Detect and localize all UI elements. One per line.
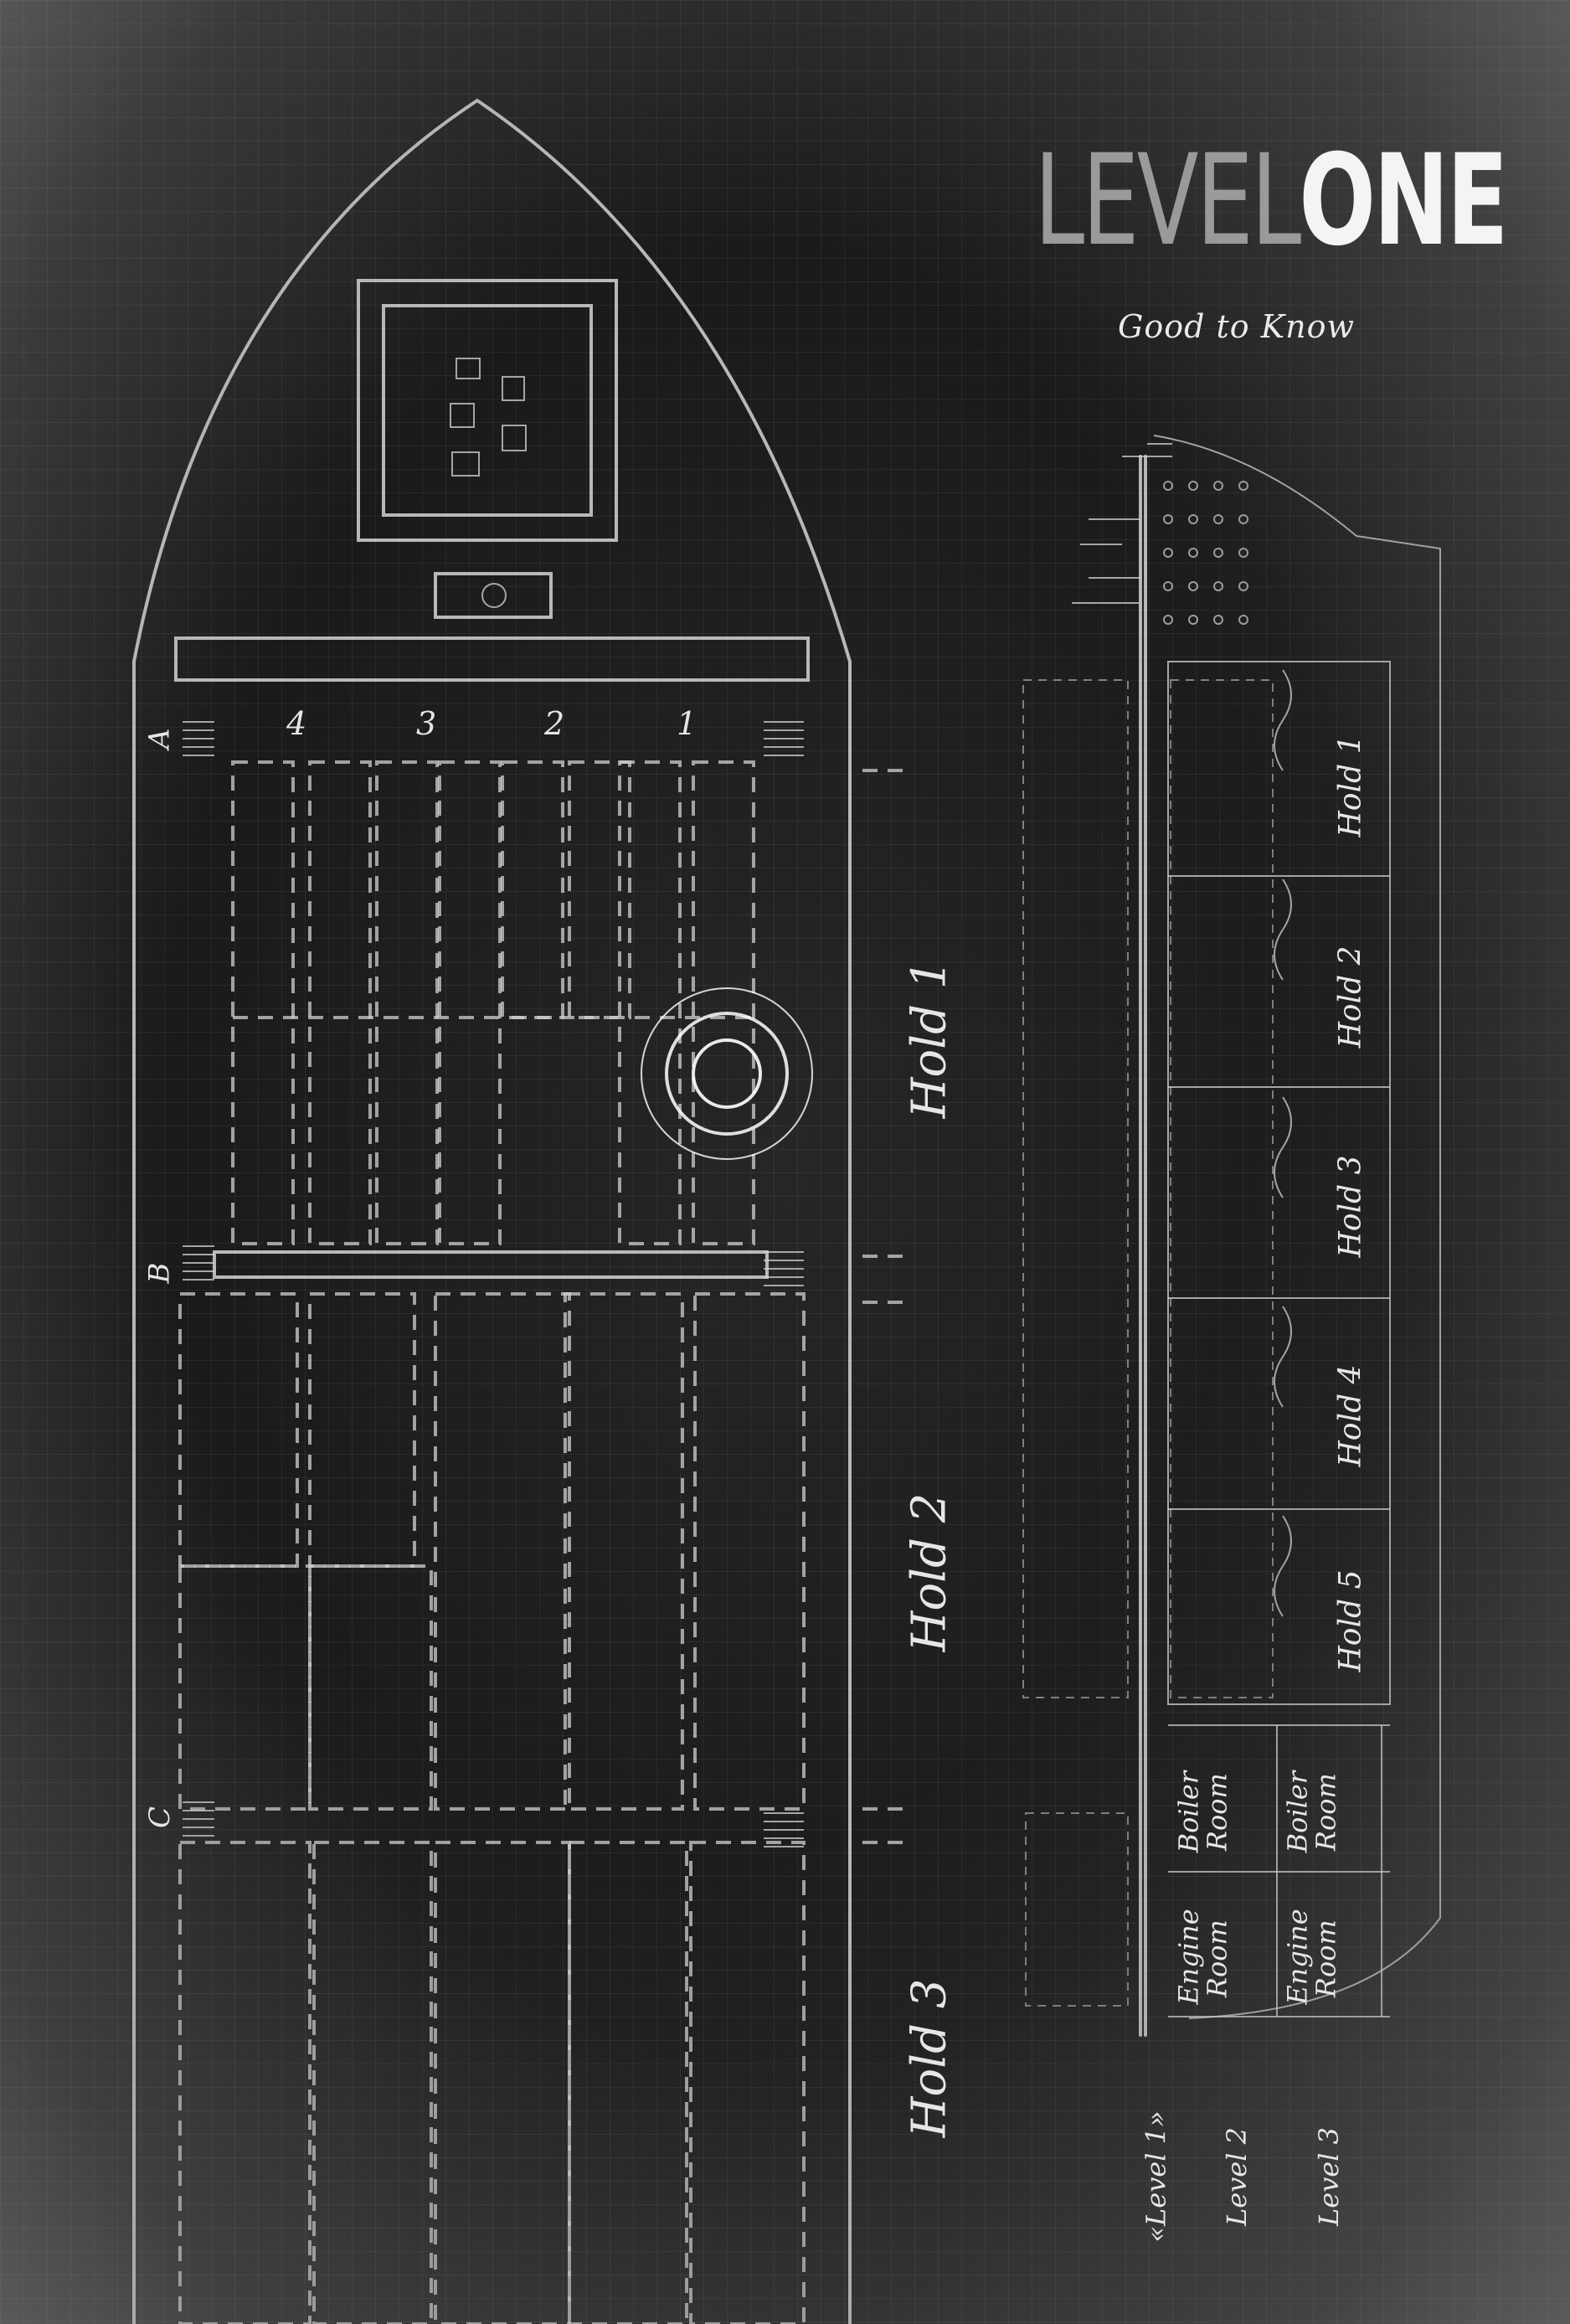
title-level: LEVEL	[1034, 128, 1301, 274]
bay-label-a: A	[142, 728, 177, 750]
crate	[502, 425, 527, 451]
column-number-3: 3	[416, 705, 437, 742]
section-hold-5: Hold 5	[1333, 1569, 1368, 1672]
engine-room-1: Engine Room	[1172, 1909, 1233, 2005]
level-3-label: Level 3	[1312, 2127, 1345, 2226]
crate	[450, 403, 475, 428]
section-hold-1: Hold 1	[1333, 734, 1368, 837]
engine-room-2: Engine Room	[1281, 1909, 1341, 2005]
hatch-outer	[357, 279, 618, 542]
hull-outline	[132, 98, 852, 2324]
page-subtitle: Good to Know	[1118, 308, 1356, 345]
section-hold-3: Hold 3	[1333, 1155, 1368, 1258]
page-title: LEVELONE	[1034, 138, 1509, 264]
plan-hold-3: Hold 3	[902, 1978, 957, 2138]
plan-hold-1: Hold 1	[902, 959, 957, 1119]
target-rings-icon	[641, 987, 813, 1160]
winch-drum	[481, 583, 507, 608]
plan-hold-2: Hold 2	[902, 1492, 957, 1652]
section-hold-2: Hold 2	[1333, 946, 1368, 1049]
column-number-4: 4	[286, 705, 307, 742]
cargo-bays-upper	[231, 760, 755, 1245]
stairs	[183, 721, 804, 1847]
bay-label-b: B	[142, 1262, 177, 1284]
winch-box	[434, 572, 553, 619]
boiler-room-2: Boiler Room	[1281, 1770, 1341, 1853]
column-number-2: 2	[544, 705, 565, 742]
cargo-bays-lower	[178, 1292, 806, 2324]
title-one: ONE	[1299, 128, 1508, 274]
crossbeam	[213, 1250, 769, 1279]
section-hold-4: Hold 4	[1333, 1364, 1368, 1467]
hatch-inner	[382, 304, 593, 517]
deck-beam	[174, 636, 810, 682]
boiler-room-1: Boiler Room	[1172, 1770, 1233, 1853]
section-view	[1022, 435, 1441, 2037]
column-number-1: 1	[677, 705, 697, 742]
crate	[451, 451, 480, 477]
portholes	[1163, 481, 1248, 625]
bay-label-c: C	[143, 1806, 178, 1829]
level-2-label: Level 2	[1220, 2127, 1253, 2226]
crate	[502, 376, 525, 401]
level-1-label: «Level 1»	[1140, 2110, 1172, 2243]
crate	[456, 358, 481, 379]
